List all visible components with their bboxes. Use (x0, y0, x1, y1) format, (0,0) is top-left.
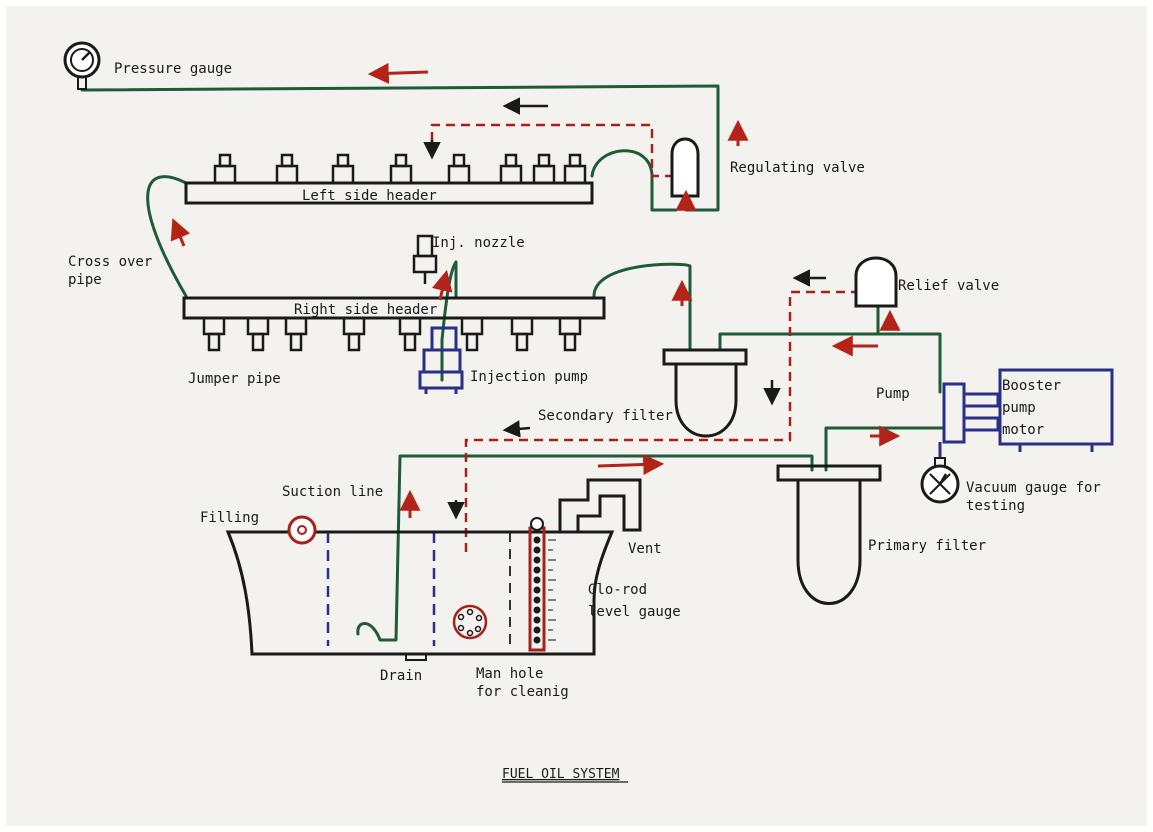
cross-over-pipe (146, 175, 188, 298)
flow-arrow (431, 269, 453, 301)
nozzle-icon (532, 153, 556, 185)
inj-nozzle-label: Inj. nozzle (432, 235, 525, 251)
nozzle-icon (331, 153, 355, 185)
pressure-gauge-label: Pressure gauge (114, 61, 232, 77)
primary-filter-label: Primary filter (868, 538, 986, 554)
regulating-valve-return-line (430, 123, 672, 178)
return-flow-arrows (423, 97, 826, 520)
booster-label-line-2: pump (1002, 400, 1036, 416)
primary-filter-icon (776, 464, 882, 605)
jumper-pipe-icon (510, 316, 534, 352)
secondary-filter-icon (662, 348, 748, 438)
regulating-valve-label: Regulating valve (730, 160, 865, 176)
vacuum-gauge-label-line-2: testing (966, 498, 1025, 514)
glo-rod-label-line-1: Glo-rod (588, 582, 647, 598)
labels: Pressure gauge Regulating valve Left sid… (68, 61, 1101, 783)
nozzle-icon (563, 153, 587, 185)
injection-pump-label: Injection pump (470, 369, 588, 385)
jumper-pipe-icon (202, 316, 226, 352)
jumper-pipe-icon (460, 316, 484, 352)
right-side-header-label: Right side header (294, 302, 437, 318)
return-arrow (502, 420, 531, 438)
regulating-valve-icon (670, 137, 700, 198)
jumper-pipe-icon (284, 316, 308, 352)
nozzle-icon (499, 153, 523, 185)
vacuum-gauge-icon (920, 457, 960, 504)
header-to-regulating-valve-line (590, 149, 678, 212)
paper-sheet (6, 6, 1147, 826)
injection-pump-icon (418, 326, 464, 394)
relief-valve-label: Relief valve (898, 278, 999, 294)
glo-rod-level-gauge-icon (528, 517, 556, 652)
tank-baffles (326, 532, 436, 646)
vent-label: Vent (628, 541, 662, 557)
left-header-nozzles (213, 153, 587, 185)
booster-label-line-3: motor (1002, 422, 1044, 438)
suction-line-label: Suction line (282, 484, 383, 500)
filling-label: Filling (200, 510, 259, 526)
booster-pump-motor-icon (998, 368, 1114, 452)
fuel-tank (225, 530, 615, 656)
secondary-filter-label: Secondary filter (538, 408, 673, 424)
nozzle-icon (275, 153, 299, 185)
drain-label: Drain (380, 668, 422, 684)
left-side-header (184, 181, 594, 205)
relief-valve-icon (854, 256, 898, 308)
injection-nozzle-icon (412, 234, 438, 284)
diagram-title: FUEL OIL SYSTEM (502, 767, 620, 782)
jumper-pipe-icon (398, 316, 422, 352)
man-hole-label-line-1: Man hole (476, 666, 543, 682)
filling-cap-icon (287, 515, 317, 545)
suction-line (356, 454, 814, 642)
pump-icon (938, 382, 1000, 458)
primary-filter-to-pump-line (824, 426, 946, 472)
pump-to-secondary-filter-line (718, 332, 942, 394)
right-side-header (182, 296, 606, 320)
jumper-pipe-icon (246, 316, 270, 352)
jumper-pipe-label: Jumper pipe (188, 371, 281, 387)
jumper-pipe-icon (342, 316, 366, 352)
vent-icon (558, 478, 642, 532)
pump-label: Pump (876, 386, 910, 402)
vacuum-gauge-label-line-1: Vacuum gauge for (966, 480, 1101, 496)
nozzle-icon (213, 153, 237, 185)
right-header-jumper-pipes (202, 316, 582, 352)
cross-over-label-line-2: pipe (68, 272, 102, 288)
nozzle-icon (447, 153, 471, 185)
relief-valve-return-line (464, 290, 860, 556)
pressure-gauge-icon (63, 41, 101, 90)
man-hole-label-line-2: for cleanig (476, 684, 569, 700)
return-lines (430, 123, 860, 556)
nozzle-icon (389, 153, 413, 185)
left-side-header-label: Left side header (302, 188, 437, 204)
header-to-secondary-filter-line (592, 262, 692, 352)
man-hole-icon (452, 604, 488, 640)
cross-over-label-line-1: Cross over (68, 254, 152, 270)
flow-arrows (170, 62, 901, 518)
jumper-pipe-icon (558, 316, 582, 352)
flow-arrow (597, 454, 665, 476)
flow-arrow (367, 62, 429, 84)
glo-rod-label-line-2: level gauge (588, 604, 681, 620)
flow-arrow (170, 218, 191, 247)
booster-label-line-1: Booster (1002, 378, 1061, 394)
drain-icon (405, 653, 427, 661)
